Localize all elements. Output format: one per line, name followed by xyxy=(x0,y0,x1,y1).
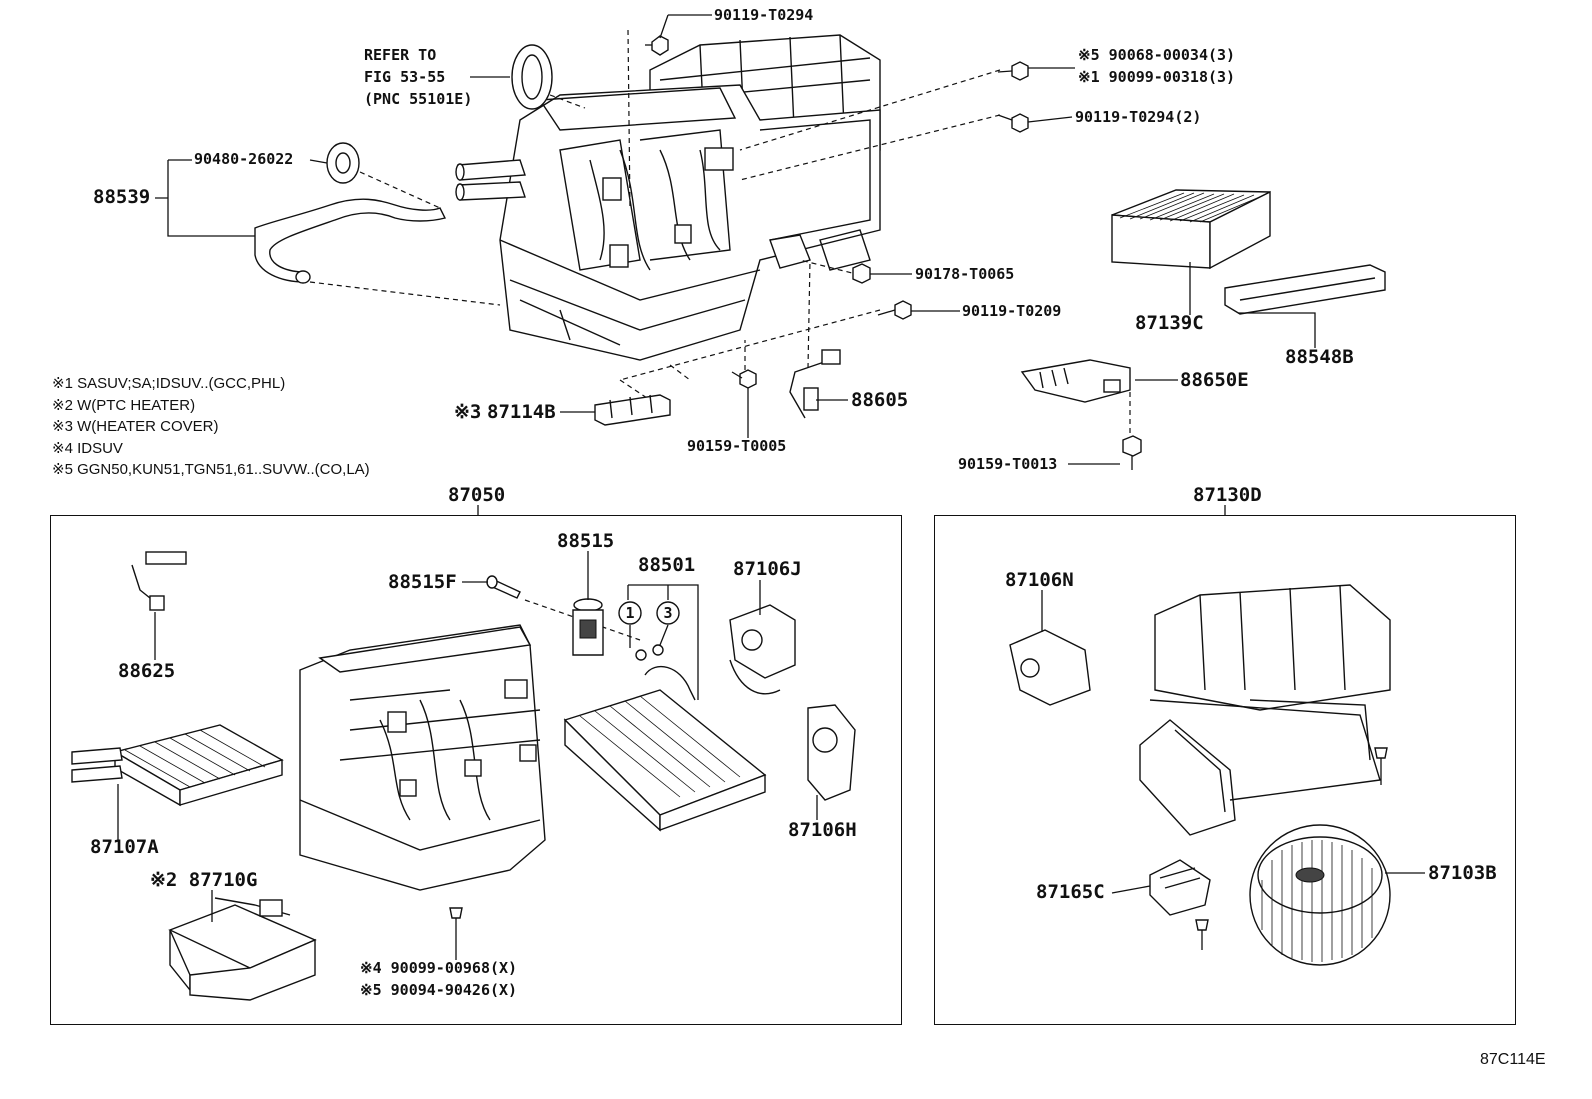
footnote-4: ※4 IDSUV xyxy=(52,440,123,457)
refer-line-3: (PNC 55101E) xyxy=(364,90,473,108)
refer-line-2: FIG 53-55 xyxy=(364,68,446,86)
part-87139C[interactable]: 87139C xyxy=(1135,312,1204,334)
footnote-1: ※1 SASUV;SA;IDSUV..(GCC,PHL) xyxy=(52,375,286,392)
part-88548B[interactable]: 88548B xyxy=(1285,346,1354,368)
part-87710G[interactable]: ※2 87710G xyxy=(150,869,258,891)
circle-1-text: 1 xyxy=(625,604,634,622)
leader-lines xyxy=(117,14,1425,960)
footnote-2: ※2 W(PTC HEATER) xyxy=(52,397,196,414)
part-87165C[interactable]: 87165C xyxy=(1036,881,1105,903)
part-90178-T0065[interactable]: 90178-T0065 xyxy=(915,265,1015,283)
part-88515F[interactable]: 88515F xyxy=(388,571,457,593)
part-90159-T0013[interactable]: 90159-T0013 xyxy=(958,455,1058,473)
part-90119-T0294-top[interactable]: 90119-T0294 xyxy=(714,6,814,24)
part-87114B-mark: ※3 xyxy=(454,401,482,423)
part-90099-00968[interactable]: ※4 90099-00968(X) xyxy=(360,959,518,977)
part-88539[interactable]: 88539 xyxy=(93,186,151,208)
part-90094-90426[interactable]: ※5 90094-90426(X) xyxy=(360,981,518,999)
hvac-unit-top-drawing xyxy=(254,29,1386,470)
part-87106H[interactable]: 87106H xyxy=(788,819,857,841)
part-90099-00318[interactable]: ※1 90099-00318(3) xyxy=(1078,68,1236,86)
group-87050-label[interactable]: 87050 xyxy=(448,484,506,506)
part-87114B[interactable]: 87114B xyxy=(487,401,556,423)
part-88501[interactable]: 88501 xyxy=(638,554,696,576)
part-90119-T0294-2[interactable]: 90119-T0294(2) xyxy=(1075,108,1202,126)
part-87106N[interactable]: 87106N xyxy=(1005,569,1074,591)
part-90068-00034[interactable]: ※5 90068-00034(3) xyxy=(1078,46,1236,64)
footnote-3: ※3 W(HEATER COVER) xyxy=(52,418,219,435)
part-87103B[interactable]: 87103B xyxy=(1428,862,1497,884)
part-90480-26022[interactable]: 90480-26022 xyxy=(194,150,294,168)
part-88605[interactable]: 88605 xyxy=(851,389,909,411)
figure-code: 87C114E xyxy=(1480,1051,1546,1068)
footnote-5: ※5 GGN50,KUN51,TGN51,61..SUVW..(CO,LA) xyxy=(52,461,370,478)
refer-line-1: REFER TO xyxy=(364,46,437,64)
group-87130D-box xyxy=(934,515,1516,1025)
box-87130D-drawing xyxy=(1009,584,1391,966)
part-87106J[interactable]: 87106J xyxy=(733,558,802,580)
part-88625[interactable]: 88625 xyxy=(118,660,176,682)
box-87050-drawing: 1 3 xyxy=(71,551,856,1001)
part-90119-T0209[interactable]: 90119-T0209 xyxy=(962,302,1062,320)
part-87107A[interactable]: 87107A xyxy=(90,836,159,858)
part-88515[interactable]: 88515 xyxy=(557,530,615,552)
circle-3-text: 3 xyxy=(663,604,672,622)
part-90159-T0005[interactable]: 90159-T0005 xyxy=(687,437,787,455)
part-88650E[interactable]: 88650E xyxy=(1180,369,1249,391)
group-87130D-label[interactable]: 87130D xyxy=(1193,484,1262,506)
group-87050-box xyxy=(50,515,902,1025)
